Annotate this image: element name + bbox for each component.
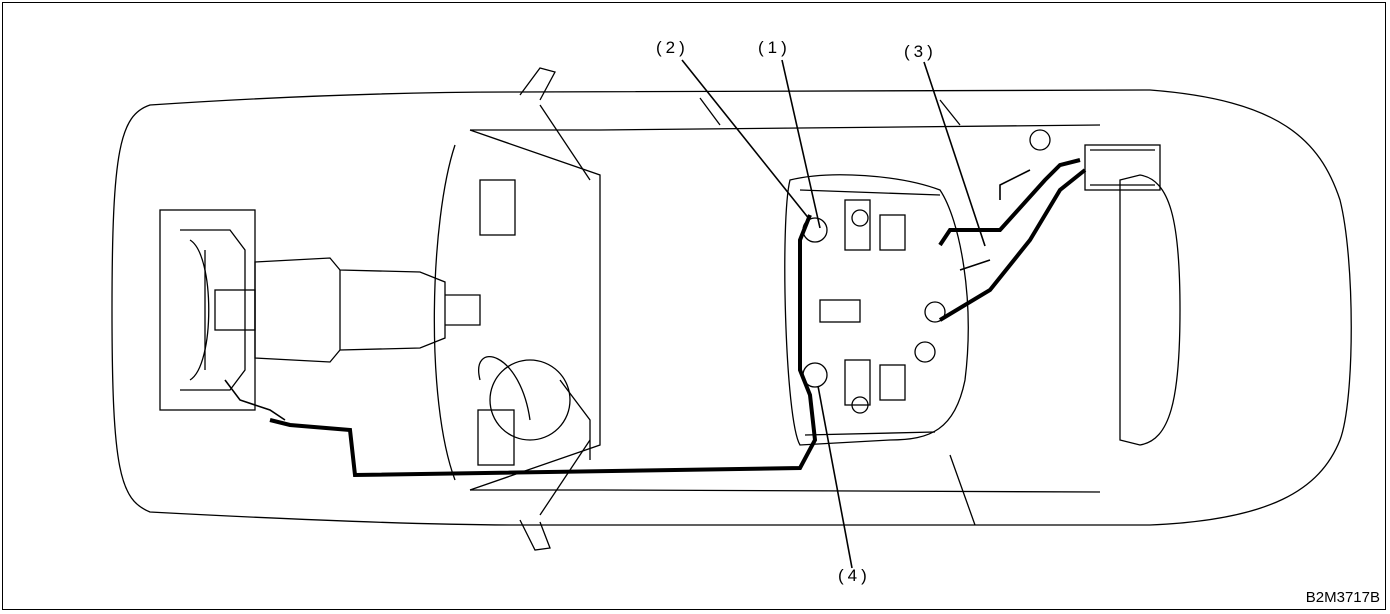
callout-label-1: (1) xyxy=(758,38,791,57)
leader-line-1 xyxy=(781,59,821,229)
fuel-lines xyxy=(269,158,1087,478)
evap-canister xyxy=(1084,144,1161,191)
leader-line-4 xyxy=(817,385,853,569)
windshield xyxy=(433,144,456,481)
callout-label-2: (2) xyxy=(656,38,689,57)
left-mirror xyxy=(519,67,556,101)
fuel-tank xyxy=(784,174,969,446)
figure-code: B2M3717B xyxy=(1305,589,1380,606)
rear-window xyxy=(1119,174,1181,446)
transmission xyxy=(254,257,446,363)
leader-line-2 xyxy=(681,59,811,221)
car-body-outline xyxy=(111,89,1352,526)
cabin-front xyxy=(469,129,601,491)
fuel-feed-line xyxy=(269,214,818,478)
return-line xyxy=(938,168,1087,322)
callout-label-3: (3) xyxy=(904,42,937,61)
callout-label-4: (4) xyxy=(838,566,871,585)
vapor-line xyxy=(938,158,1081,247)
engine-block xyxy=(159,209,256,411)
right-mirror xyxy=(519,519,551,551)
leader-line-3 xyxy=(923,61,986,247)
